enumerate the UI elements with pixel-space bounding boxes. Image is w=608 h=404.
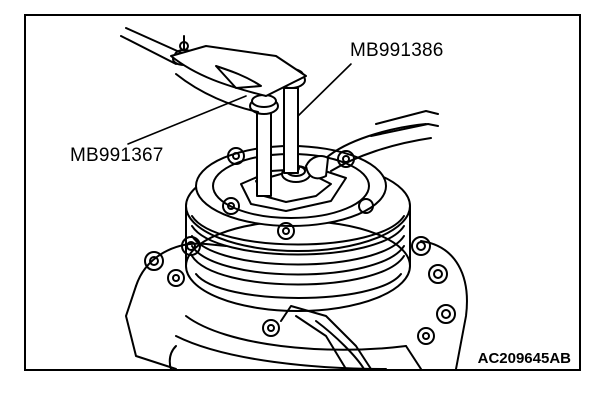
lower-hose [168,320,365,369]
pulley [185,160,411,312]
illustration-frame: MB991386 MB991367 AC209645AB [24,14,581,371]
compressor-clutch-drawing [120,27,468,369]
callout-puller-tool: MB991386 [348,40,446,61]
holder-arm [120,27,307,113]
figure-id: AC209645AB [475,350,573,367]
leader-lines [127,63,352,145]
compressor-body [125,236,468,369]
callout-holder-tool: MB991367 [68,145,166,166]
spanner-handle-icon [305,110,439,180]
